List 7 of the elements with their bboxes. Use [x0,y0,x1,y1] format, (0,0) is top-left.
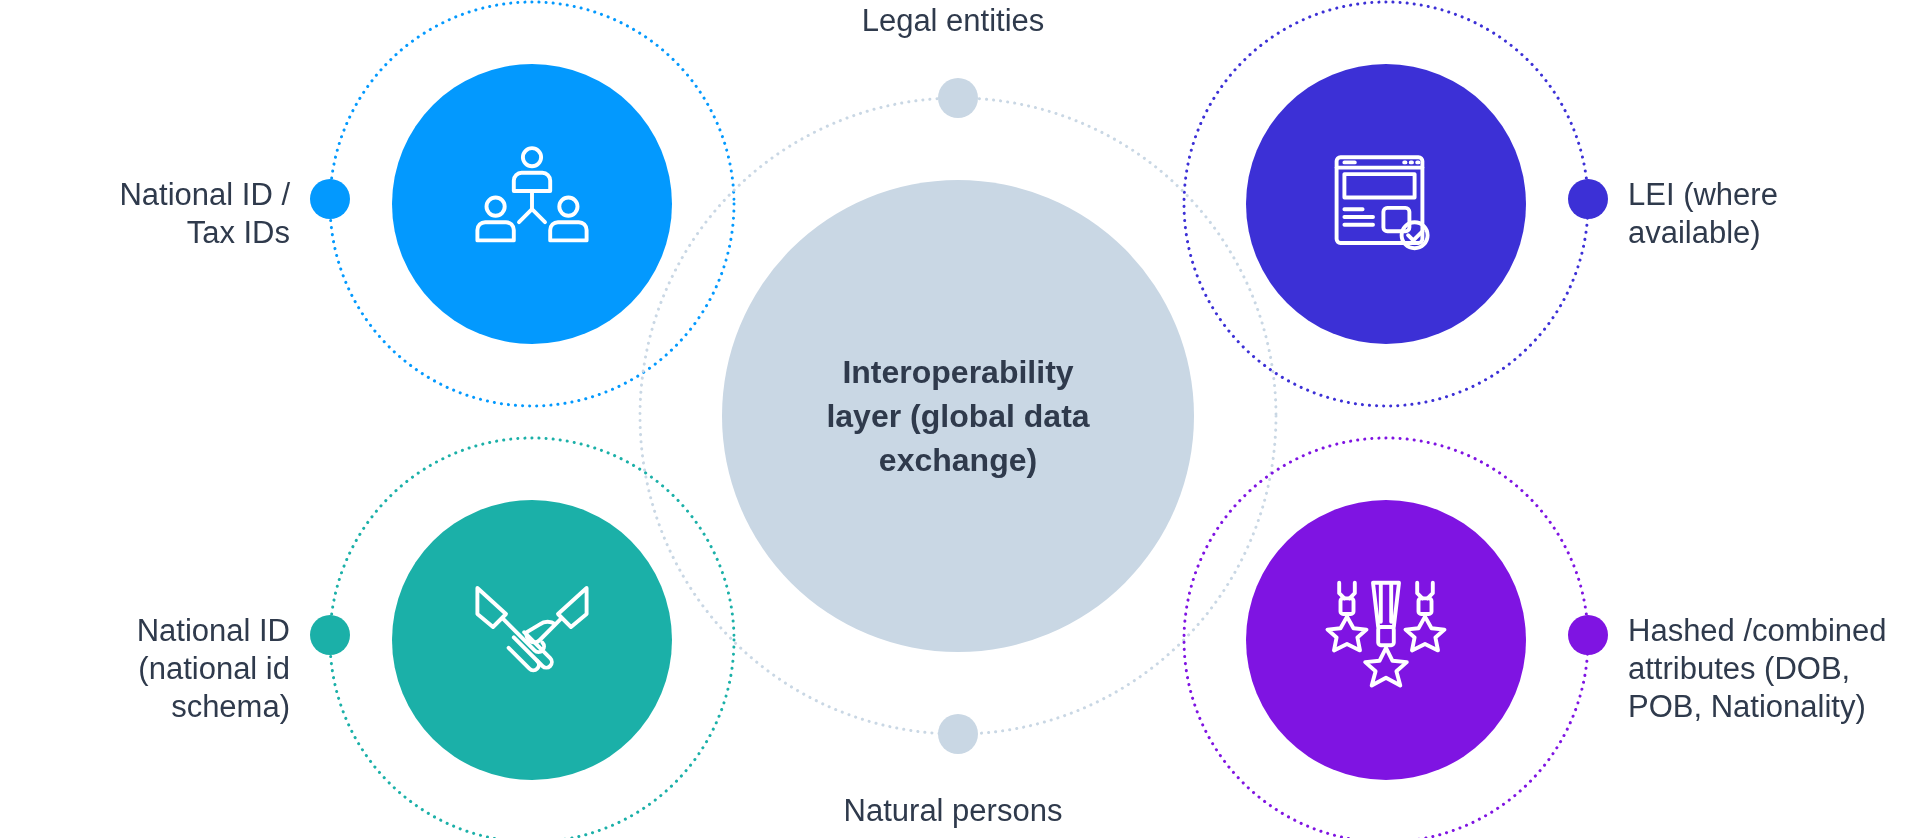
group-label: Natural persons [843,792,1063,830]
hub-title: Interoperability layer (global data exchange) [825,353,1091,480]
category-caption: National ID (national id schema) [135,612,290,726]
category-caption: Hashed /combined attributes (DOB, POB, Nationality) [1628,612,1888,726]
category-caption: LEI (where available) [1628,176,1779,252]
group-label: Legal entities [861,2,1045,40]
category-caption: National ID / Tax IDs [118,176,290,252]
